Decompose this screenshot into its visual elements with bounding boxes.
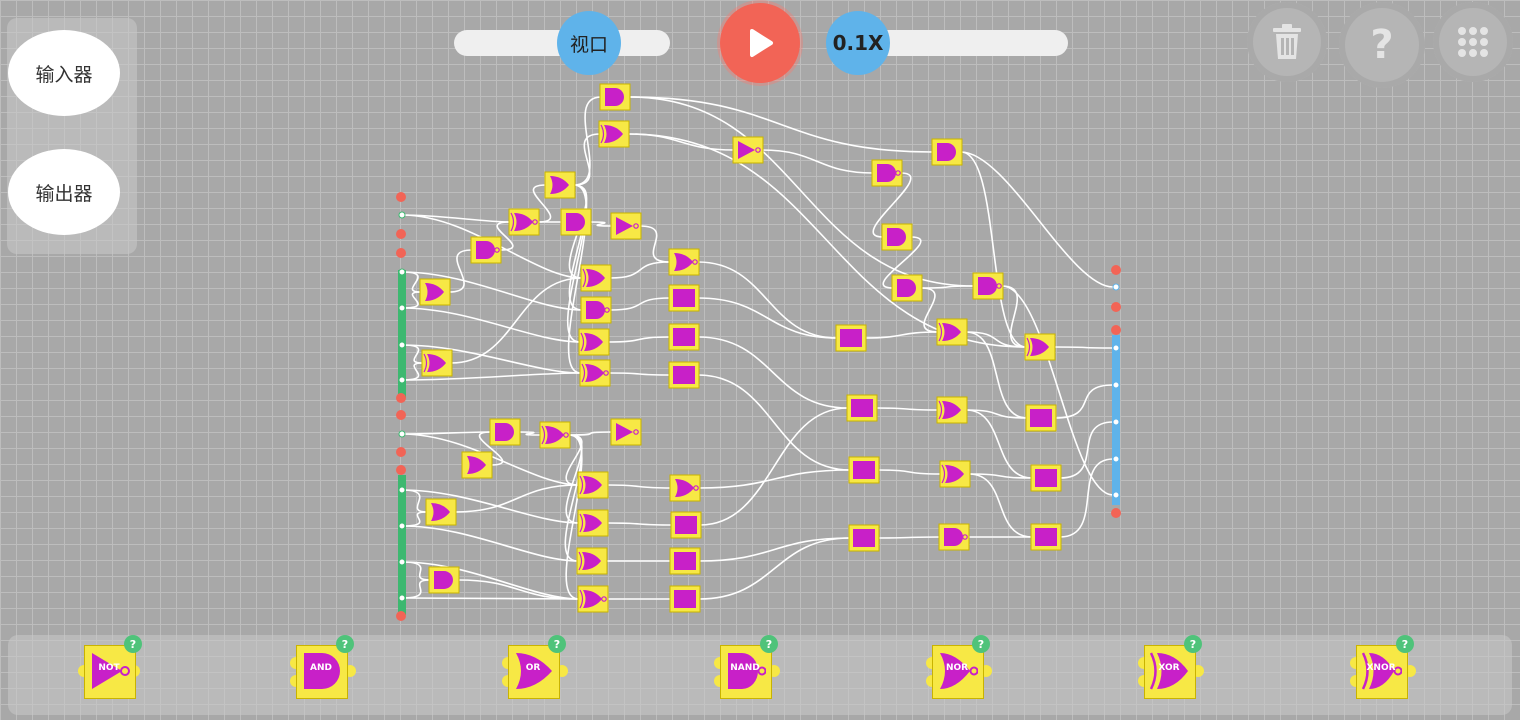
wires	[401, 96, 1114, 600]
input-device-button[interactable]: 输入器	[8, 30, 120, 116]
palette-gate-and[interactable]: AND ?	[288, 635, 358, 703]
grid-menu-icon	[1458, 27, 1488, 57]
palette-gate-label: AND	[310, 663, 332, 673]
palette-gate-label: OR	[525, 663, 541, 673]
palette-gate-label: NAND	[730, 663, 760, 673]
not-gate-symbol	[92, 653, 130, 689]
palette-gate-xnor[interactable]: XNOR ?	[1348, 635, 1418, 703]
gate-help-badge[interactable]: ?	[760, 635, 778, 653]
gate-help-badge[interactable]: ?	[336, 635, 354, 653]
palette-gate-nand[interactable]: NAND ?	[712, 635, 782, 703]
play-button[interactable]	[720, 3, 800, 83]
gate-palette: NOT ? AND ? OR ? NAND ? NOR ?	[8, 635, 1512, 715]
xnor-gate-symbol	[1362, 652, 1402, 690]
speed-slider-track[interactable]	[858, 30, 1068, 56]
palette-gate-or[interactable]: OR ?	[500, 635, 570, 703]
palette-gate-label: XOR	[1158, 663, 1180, 673]
viewport-handle[interactable]: 视口	[557, 11, 621, 75]
trash-icon	[1273, 24, 1301, 59]
delete-button[interactable]	[1247, 2, 1327, 82]
nor-gate-symbol	[940, 653, 978, 689]
and-gate-symbol	[304, 653, 340, 689]
output-device-button[interactable]: 输出器	[8, 149, 120, 235]
xor-gate-symbol	[1150, 652, 1188, 690]
menu-button[interactable]	[1433, 2, 1513, 82]
palette-gate-label: NOT	[98, 663, 120, 673]
gate-help-badge[interactable]: ?	[1184, 635, 1202, 653]
gate-help-badge[interactable]: ?	[972, 635, 990, 653]
gates	[396, 83, 1121, 621]
palette-gate-not[interactable]: NOT ?	[76, 635, 146, 703]
output-device-label: 输出器	[35, 182, 93, 205]
speed-label: 0.1X	[832, 31, 884, 55]
io-panel: 输入器 输出器	[7, 18, 137, 254]
speed-handle[interactable]: 0.1X	[826, 11, 890, 75]
nand-gate-symbol	[728, 653, 766, 689]
input-device-label: 输入器	[35, 63, 93, 86]
help-button[interactable]: ?	[1339, 2, 1425, 88]
question-icon: ?	[1370, 22, 1394, 68]
palette-gate-label: XNOR	[1366, 663, 1396, 673]
gate-help-badge[interactable]: ?	[548, 635, 566, 653]
viewport-label: 视口	[569, 33, 608, 56]
or-gate-symbol	[516, 653, 552, 689]
gate-help-badge[interactable]: ?	[124, 635, 142, 653]
gate-help-badge[interactable]: ?	[1396, 635, 1414, 653]
palette-gate-label: NOR	[945, 663, 969, 673]
palette-gate-nor[interactable]: NOR ?	[924, 635, 994, 703]
play-icon	[750, 29, 773, 57]
palette-gate-xor[interactable]: XOR ?	[1136, 635, 1206, 703]
